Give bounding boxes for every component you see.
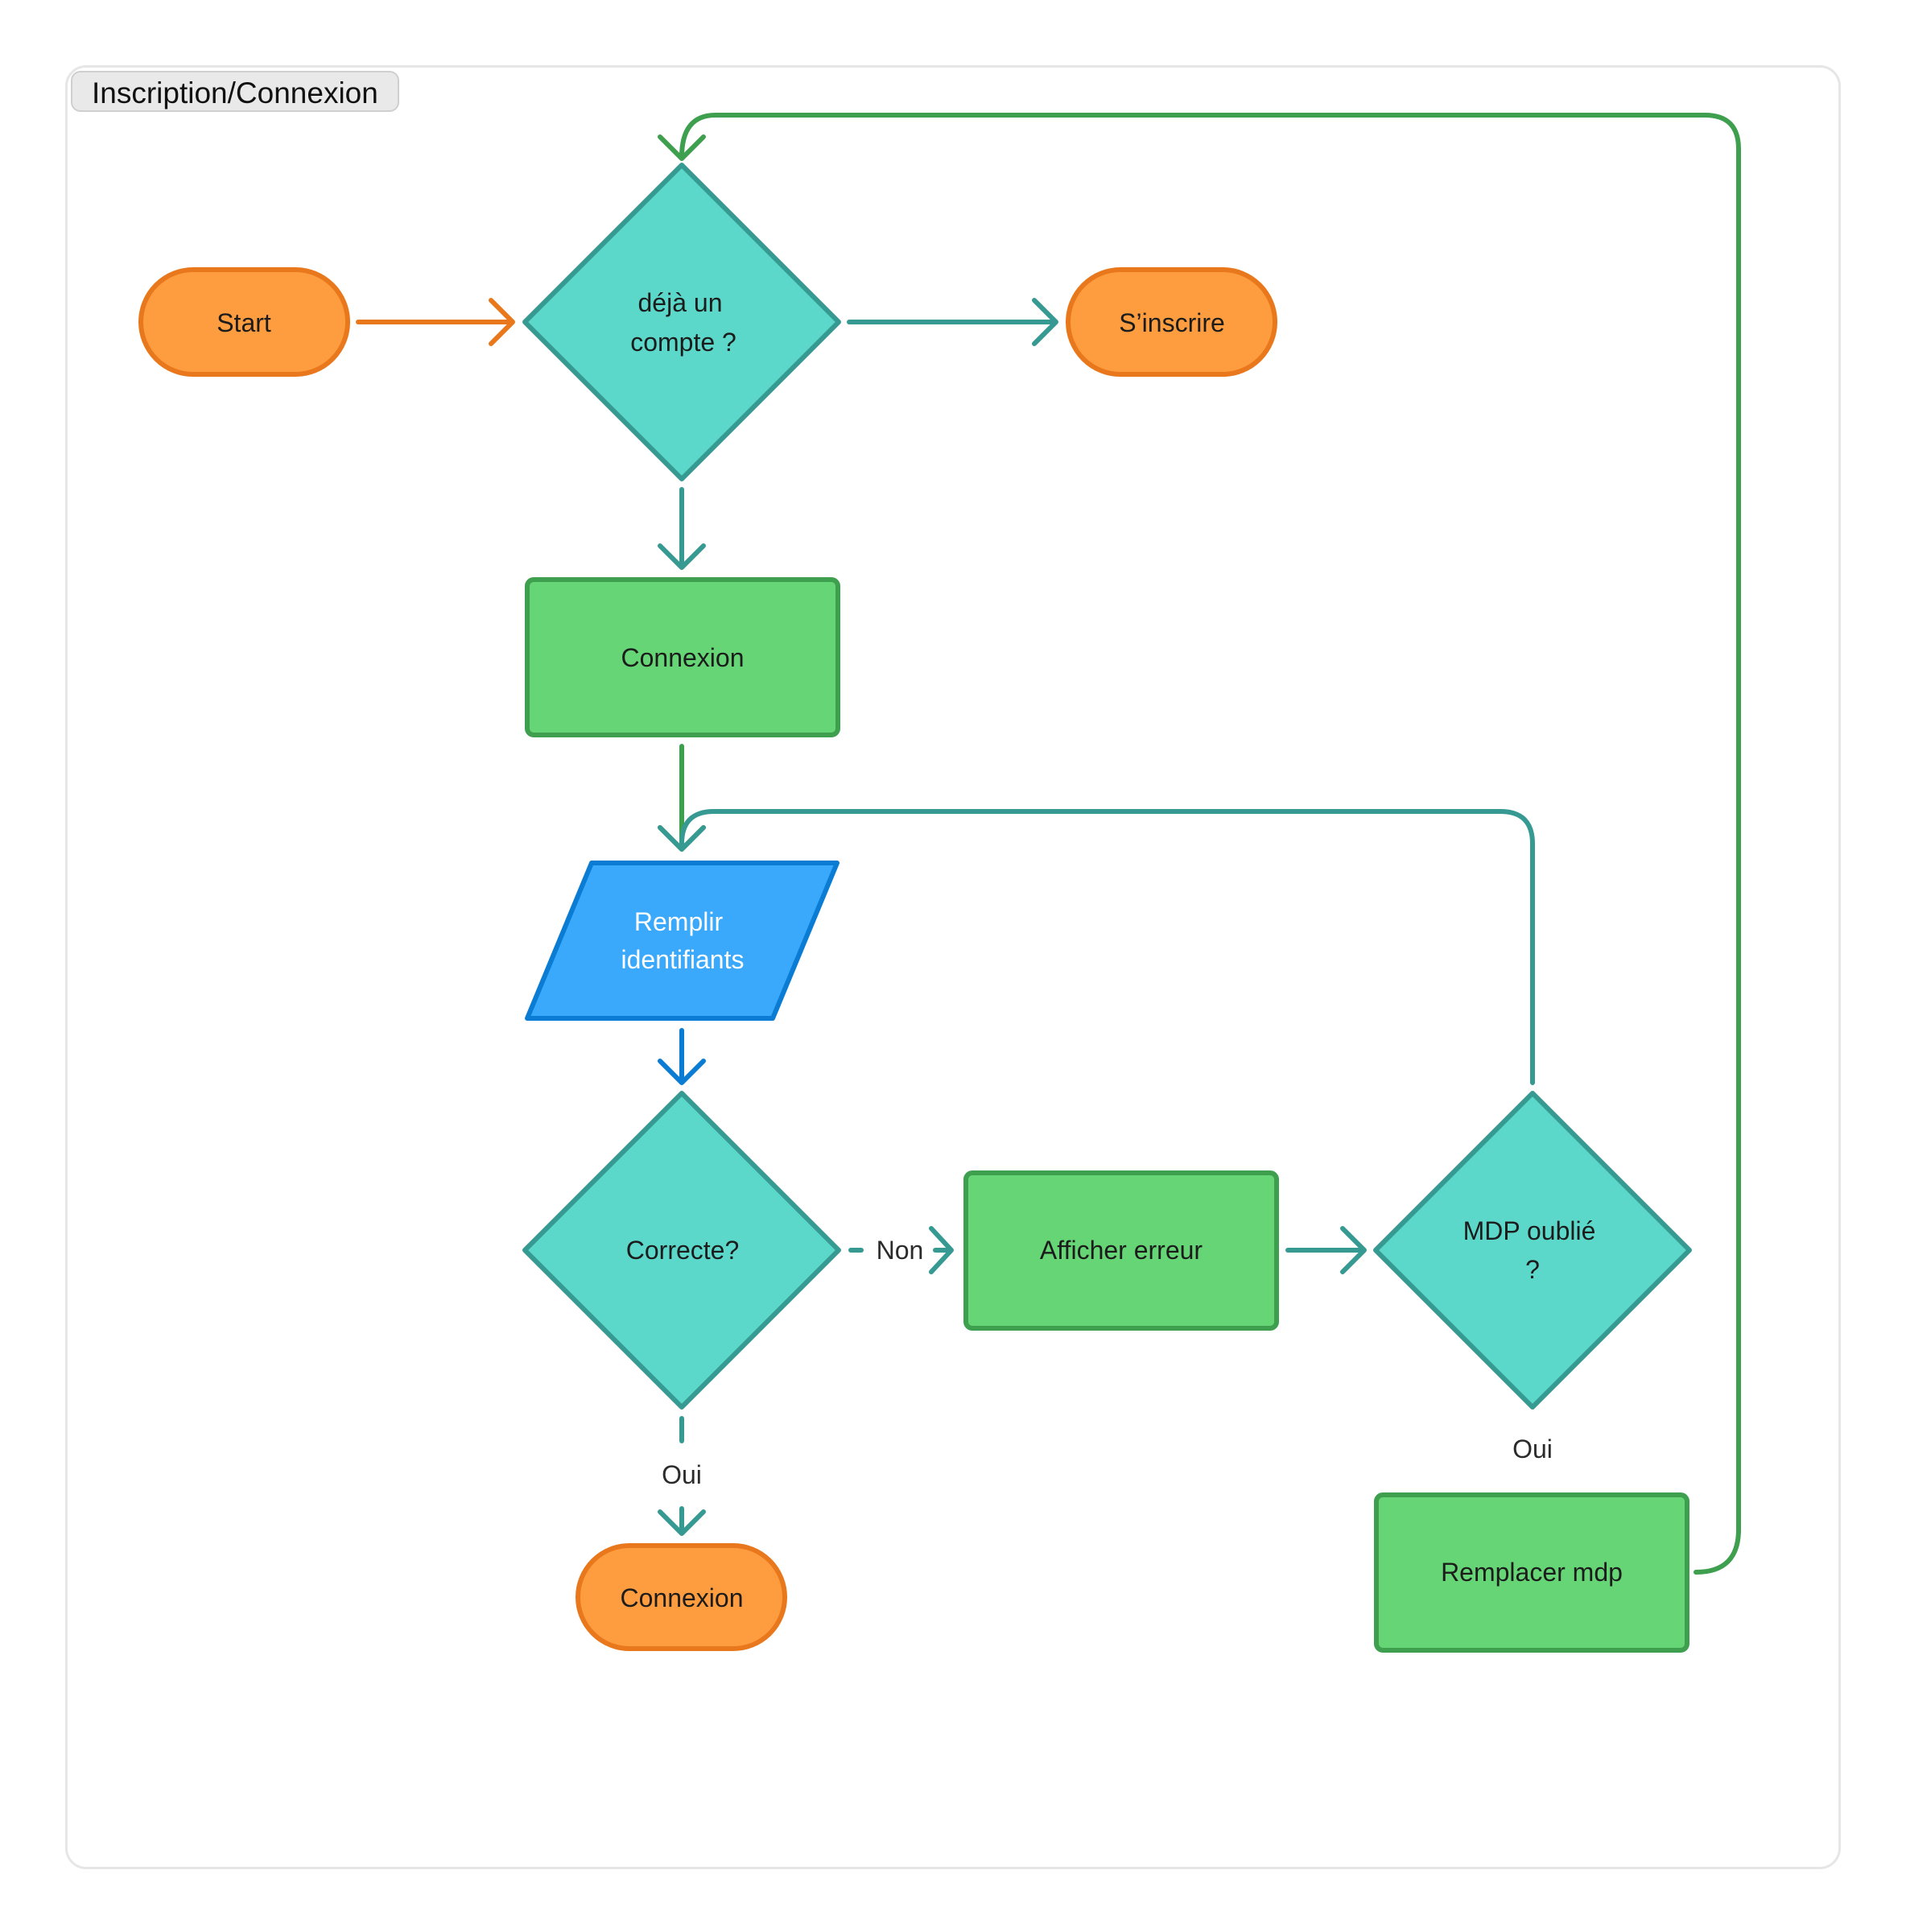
forgot-password-decision: MDP oublié ? [1373, 1091, 1692, 1410]
has-account-label-2: compte ? [630, 328, 736, 357]
signup-label: S’inscrire [1119, 308, 1225, 337]
correct-label: Correcte? [626, 1236, 740, 1265]
fill-credentials-label-1: Remplir [634, 907, 724, 936]
replace-password-label: Remplacer mdp [1441, 1558, 1623, 1587]
edge-has-account-to-signup [847, 298, 1058, 346]
has-account-decision: déjà un compte ? [522, 163, 841, 481]
edge-forgot-loop-to-fill [658, 809, 1535, 1085]
login-end-terminal: Connexion [576, 1543, 787, 1651]
edge-error-to-forgot [1285, 1226, 1367, 1274]
login-end-label: Connexion [621, 1583, 744, 1612]
signup-terminal: S’inscrire [1066, 267, 1277, 377]
edge-start-to-has-account [356, 298, 515, 346]
edge-correct-to-login-end [658, 1416, 706, 1536]
edge-label-oui-forgot: Oui [1512, 1435, 1553, 1463]
replace-password-process: Remplacer mdp [1374, 1492, 1689, 1653]
edge-label-oui-correct: Oui [662, 1460, 702, 1489]
forgot-password-label-2: ? [1525, 1255, 1540, 1284]
start-label: Start [217, 308, 271, 337]
start-terminal: Start [138, 267, 350, 377]
frame-title: Inscription/Connexion [71, 71, 399, 112]
login-process-label: Connexion [621, 643, 745, 672]
show-error-process: Afficher erreur [963, 1170, 1279, 1331]
edge-has-account-to-login [658, 487, 706, 570]
fill-credentials-io: Remplir identifiants [525, 861, 840, 1021]
fill-credentials-label-2: identifiants [621, 945, 745, 974]
has-account-label-1: déjà un [638, 288, 723, 317]
edge-label-non: Non [877, 1236, 924, 1265]
edge-correct-to-error [848, 1226, 954, 1274]
show-error-label: Afficher erreur [1040, 1236, 1203, 1265]
correct-decision: Correcte? [522, 1091, 841, 1410]
edge-replace-loop-to-has-account [658, 113, 1741, 1575]
edge-fill-to-correct [658, 1028, 706, 1085]
login-process: Connexion [525, 577, 840, 737]
forgot-password-label-1: MDP oublié [1463, 1216, 1596, 1245]
